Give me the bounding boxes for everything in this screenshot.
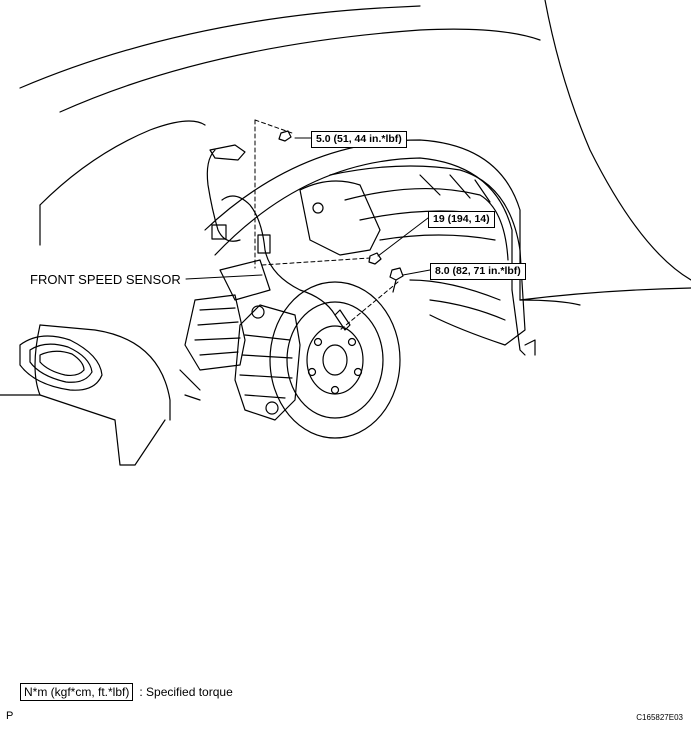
brake-caliper <box>234 304 301 421</box>
torque-legend-text: : Specified torque <box>139 685 233 699</box>
brake-rotor <box>269 281 401 439</box>
front-speed-sensor-label: FRONT SPEED SENSOR <box>30 272 181 287</box>
bolt-middle <box>368 252 382 265</box>
bolt-lower <box>389 267 404 293</box>
fender-liner <box>329 165 526 346</box>
leader-lines <box>254 119 399 331</box>
page-letter: P <box>6 710 14 722</box>
torque-spec-lower-bolt: 8.0 (82, 71 in.*lbf) <box>430 263 526 280</box>
vehicle-body-outline <box>0 0 691 466</box>
torque-spec-upper-bolt: 5.0 (51, 44 in.*lbf) <box>311 131 407 148</box>
callout-leaders <box>185 137 431 280</box>
suspension-assembly <box>179 180 381 401</box>
figure-code: C165827E03 <box>636 713 683 722</box>
bolt-upper <box>278 130 292 142</box>
fog-lamp <box>19 335 103 391</box>
speed-sensor-harness <box>206 144 351 331</box>
torque-spec-middle-bolt: 19 (194, 14) <box>428 211 495 228</box>
torque-unit-box: N*m (kgf*cm, ft.*lbf) <box>20 683 134 701</box>
torque-legend: N*m (kgf*cm, ft.*lbf) : Specified torque <box>20 683 233 701</box>
